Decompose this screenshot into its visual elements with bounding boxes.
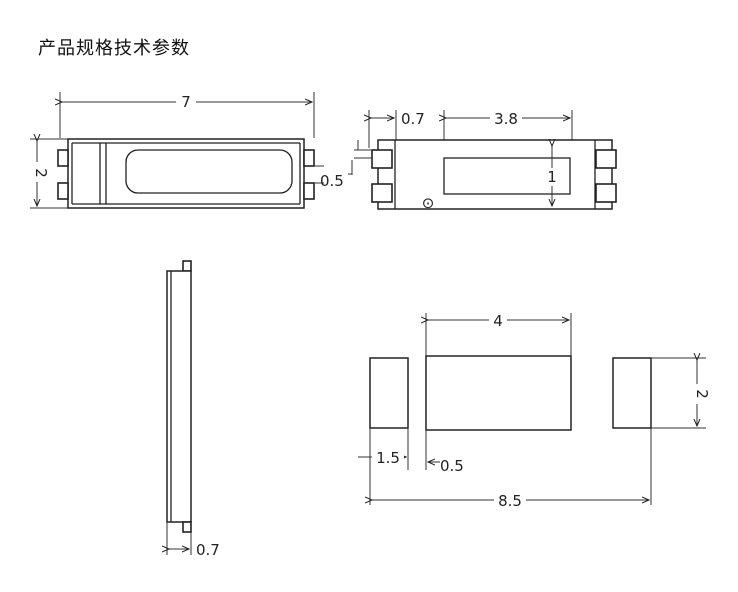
bottom-pad-rb (595, 183, 617, 203)
dim-label-body-height: 2 (693, 389, 711, 399)
dim-label-pad: 0.5 (320, 172, 344, 190)
dim-label-gap: 0.5 (440, 457, 464, 475)
emitting-window (125, 149, 293, 194)
dim-label-body-width: 4 (493, 312, 503, 330)
bottom-pad-lb (371, 183, 393, 203)
bottom-body-outline (377, 139, 613, 210)
bottom-pad-rt (595, 149, 617, 169)
side-view: 0.7 (167, 260, 220, 559)
dim-label-offset: 0.7 (401, 110, 425, 128)
dim-label-window-height: 1 (547, 168, 557, 186)
bottom-view: 0.7 3.8 1 ⊙ (354, 108, 617, 212)
pad-right-top (303, 149, 315, 167)
pad-left-top (57, 149, 69, 167)
bottom-window (443, 157, 571, 195)
pad-left-bottom (57, 182, 69, 200)
dim-label-length: 7 (181, 93, 191, 111)
footprint-body (425, 355, 572, 431)
side-pad-top (182, 260, 192, 272)
footprint-pad-right (612, 357, 652, 429)
page-title: 产品规格技术参数 (38, 38, 190, 59)
dim-label-pad-width: 1.5 (376, 449, 400, 467)
footprint-view: 4 2 1.5 0.5 8.5 (358, 310, 711, 510)
polarity-icon: ⊙ (422, 194, 435, 212)
dim-label-height: 2 (32, 168, 50, 178)
dim-label-total-width: 8.5 (498, 492, 522, 510)
dim-label-thickness: 0.7 (196, 541, 220, 559)
side-pad-bottom (182, 521, 192, 533)
front-view: 7 2 0.5 (28, 92, 353, 209)
pad-right-bottom (303, 182, 315, 200)
bottom-pad-lt (371, 149, 393, 169)
footprint-pad-left (369, 357, 409, 429)
dim-label-window: 3.8 (494, 110, 518, 128)
